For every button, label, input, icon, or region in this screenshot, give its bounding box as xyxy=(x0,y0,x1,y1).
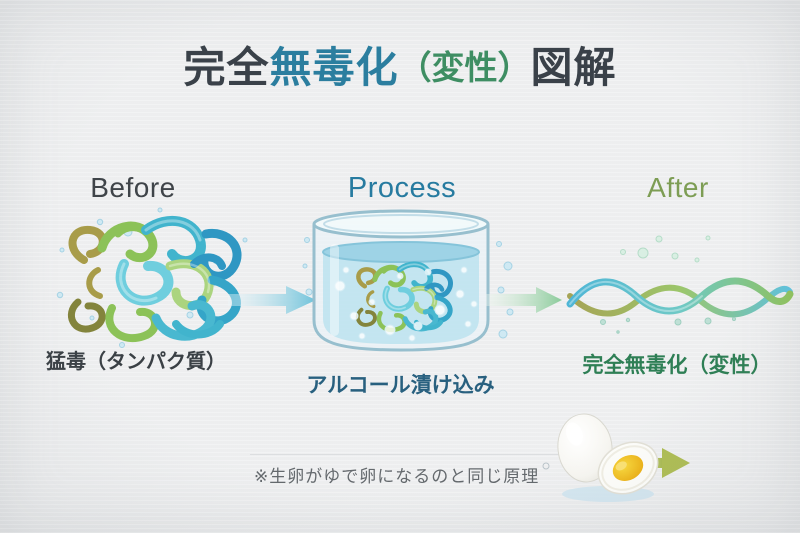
liquid-surface xyxy=(322,241,480,263)
footnote-divider xyxy=(250,454,572,455)
outside-bubbles xyxy=(302,237,514,339)
arrow-right-icon xyxy=(486,287,562,313)
bubbles-above xyxy=(620,235,711,263)
small-bubble xyxy=(542,462,550,470)
footnote-text: ※生卵がゆで卵になるのと同じ原理 xyxy=(254,467,540,486)
title-part-kanzen: 完全 xyxy=(183,44,270,91)
stage-header-process: Process xyxy=(347,172,457,204)
protein-tangle-icon xyxy=(56,207,248,348)
title-part-mudokuka: 無毒化 xyxy=(269,44,399,91)
page-title: 完全無毒化（変性）図解 xyxy=(0,34,800,95)
stage-header-after: After xyxy=(647,172,709,203)
egg-icon xyxy=(542,413,690,502)
title-part-hensei: （変性） xyxy=(398,49,531,86)
caption-before: 猛毒（タンパク質） xyxy=(46,351,226,373)
arrow-right-icon xyxy=(228,286,316,314)
bubbles xyxy=(56,207,248,348)
beaker-icon xyxy=(302,209,514,352)
egg-yolk xyxy=(612,455,644,481)
caption-after: 完全無毒化（変性） xyxy=(582,354,772,377)
liquid-bubbles xyxy=(334,266,478,342)
beaker-rim-inner xyxy=(323,214,479,234)
bubbles-below xyxy=(600,317,736,334)
whole-egg xyxy=(557,413,613,483)
unfolded-strand-icon xyxy=(566,235,794,334)
glass-highlight xyxy=(330,244,339,336)
caption-process: アルコール漬け込み xyxy=(306,374,495,397)
half-egg xyxy=(597,441,659,495)
title-part-zukai: 図解 xyxy=(530,44,617,91)
stage-header-before: Before xyxy=(90,172,176,203)
